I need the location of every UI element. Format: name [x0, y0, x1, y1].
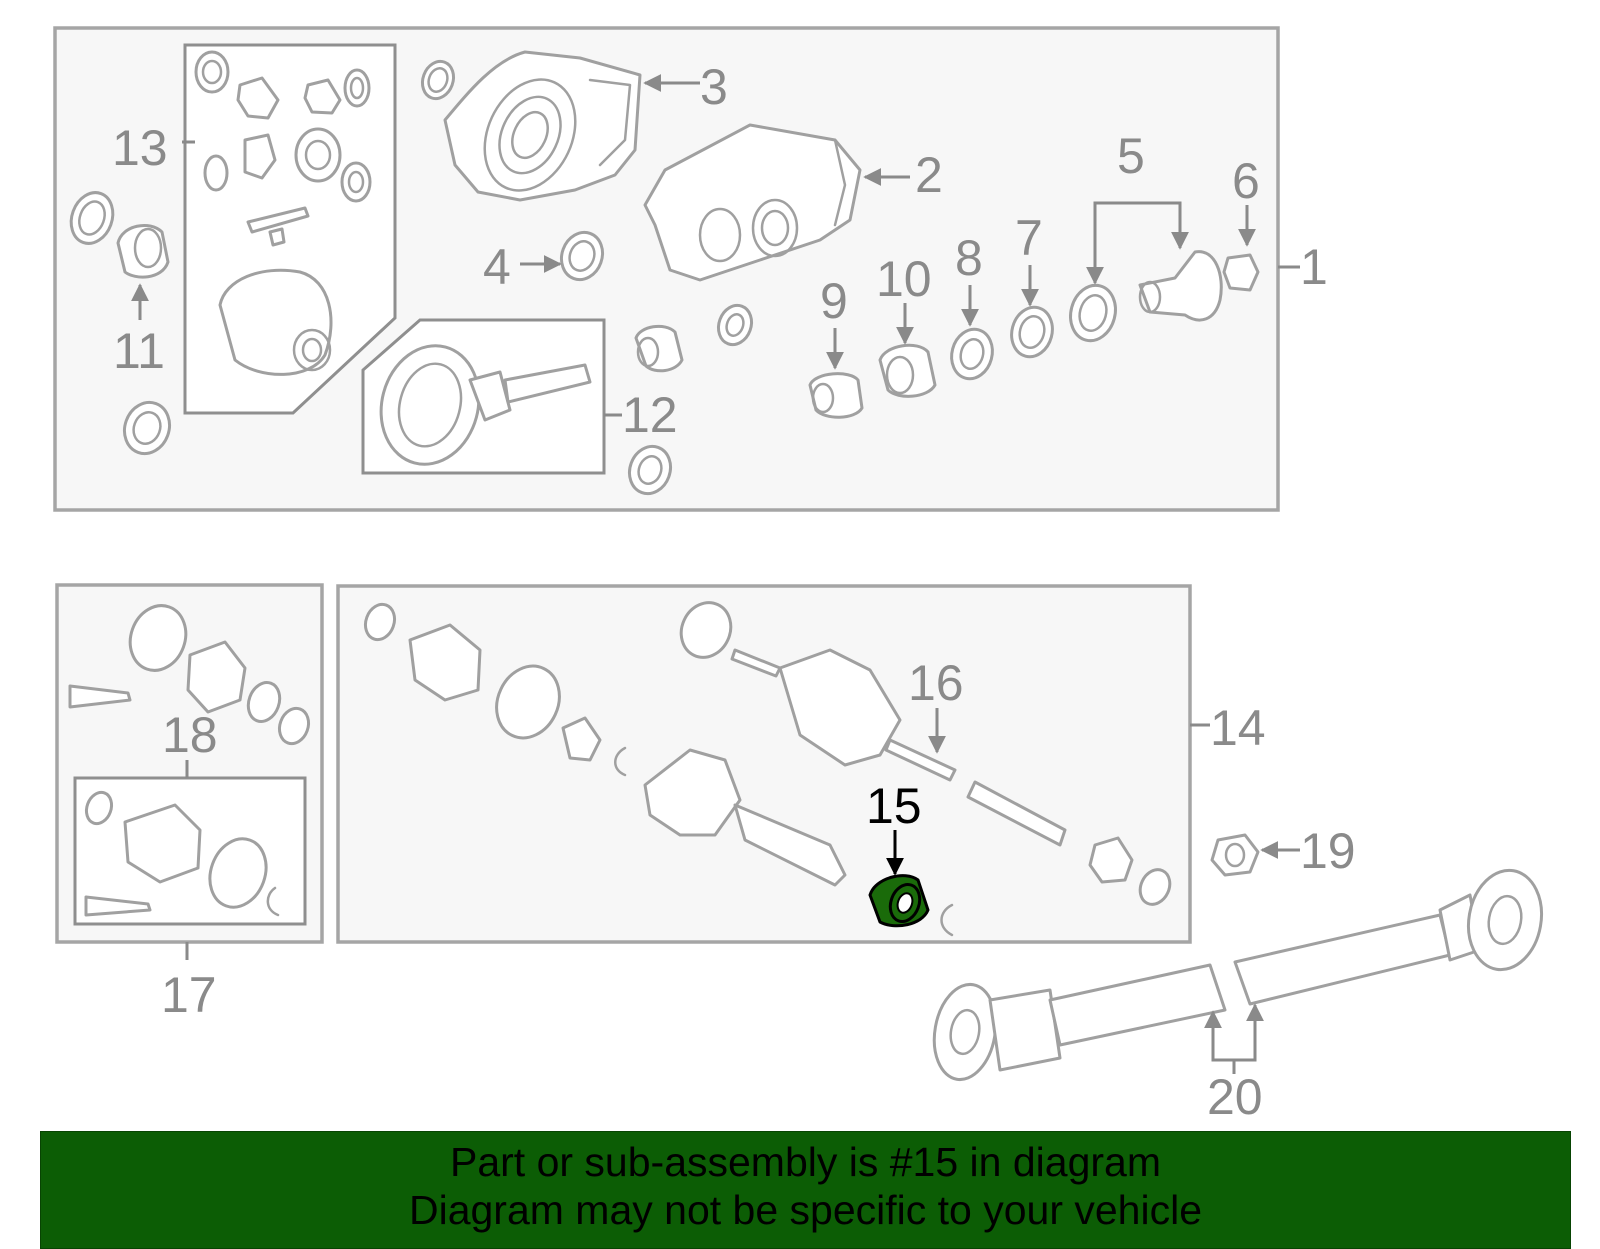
callout-19: 19 [1300, 823, 1356, 879]
nut-part-6 [1222, 253, 1260, 292]
bearing-mid-upper [634, 324, 684, 373]
callout-labels: 1 2 3 4 5 6 7 8 9 10 11 12 13 14 15 16 1… [112, 59, 1356, 1125]
carrier-housing-part-2 [643, 123, 862, 282]
seal-mid-lower [627, 444, 673, 496]
callout-14: 14 [1210, 700, 1266, 756]
carrier-cover-part-3 [443, 50, 642, 202]
top-leaders [131, 74, 1300, 417]
banner-line-2: Diagram may not be specific to your vehi… [408, 1187, 1202, 1233]
bearing-part-10 [878, 343, 937, 398]
callout-10: 10 [876, 251, 932, 307]
leader-20 [1211, 1003, 1264, 1062]
info-banner: Part or sub-assembly is #15 in diagram D… [40, 1131, 1571, 1249]
callout-8: 8 [955, 230, 983, 286]
flange-part-5 [1138, 250, 1223, 322]
callout-13: 13 [112, 120, 168, 176]
washer-part-8 [950, 327, 994, 381]
highlighted-bearing-part-15[interactable] [868, 874, 930, 928]
callout-5: 5 [1117, 128, 1145, 184]
callout-2: 2 [915, 147, 943, 203]
nut-part-19 [1210, 833, 1260, 877]
callout-11: 11 [113, 323, 165, 379]
diff-gears-part-13 [194, 50, 372, 376]
callout-15: 15 [866, 778, 922, 834]
boot-kit-box [55, 583, 324, 944]
callout-1: 1 [1300, 239, 1328, 295]
callout-20: 20 [1207, 1069, 1263, 1125]
axle-shaft-box [336, 584, 1192, 944]
callout-17: 17 [161, 967, 217, 1023]
ring-pinion-part-12 [379, 344, 592, 466]
callout-12: 12 [622, 387, 678, 443]
callout-6: 6 [1232, 153, 1260, 209]
callout-16: 16 [908, 655, 964, 711]
bearing-part-11 [116, 223, 170, 279]
differential-assembly-box [53, 26, 1280, 512]
callout-4: 4 [483, 239, 511, 295]
callout-7: 7 [1015, 210, 1043, 266]
callout-9: 9 [820, 273, 848, 329]
shim-mid [716, 303, 754, 347]
propeller-shaft-part-20 [932, 868, 1544, 1082]
banner-line-1: Part or sub-assembly is #15 in diagram [450, 1139, 1161, 1185]
bearing-left-lower [122, 400, 172, 456]
spacer-part-9 [808, 372, 864, 419]
callout-18: 18 [162, 707, 218, 763]
callout-3: 3 [700, 59, 728, 115]
